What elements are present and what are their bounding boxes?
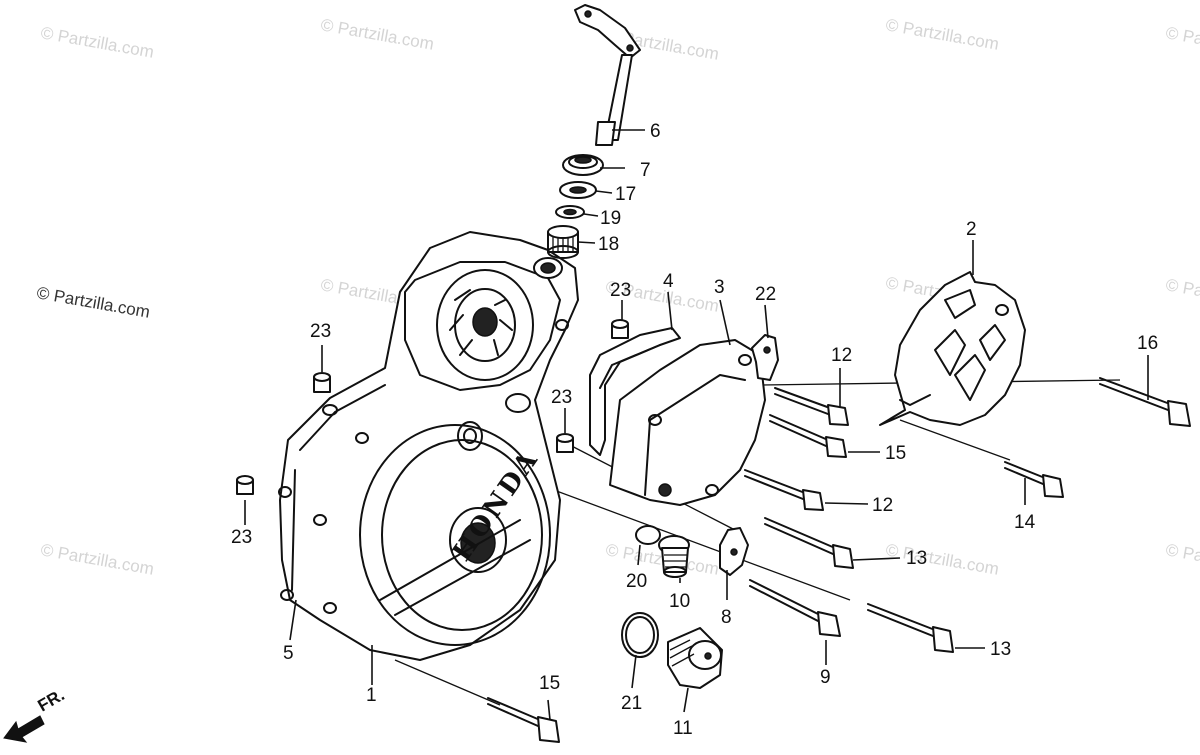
callout-11: 11 bbox=[673, 718, 693, 739]
cable-clamp bbox=[719, 527, 749, 576]
watermark: © Partzilla.com bbox=[884, 15, 1000, 54]
front-direction-label: FR. bbox=[35, 685, 68, 715]
callout-3: 3 bbox=[714, 277, 725, 298]
flange-bolt bbox=[749, 579, 841, 637]
flange-bolt bbox=[867, 603, 954, 653]
callout-7: 7 bbox=[640, 160, 651, 181]
callout-20: 20 bbox=[626, 571, 647, 592]
watermark: © Partzilla.com bbox=[884, 540, 1000, 579]
water-pump-cover bbox=[609, 339, 766, 506]
callout-16: 16 bbox=[1137, 333, 1158, 354]
leader-lines bbox=[244, 129, 1149, 721]
hose-clip bbox=[751, 334, 779, 381]
dowel-pin bbox=[611, 319, 629, 339]
sprocket-cover bbox=[879, 271, 1026, 426]
callout-5: 5 bbox=[283, 643, 294, 664]
callout-15: 15 bbox=[539, 673, 560, 694]
callout-12: 12 bbox=[872, 495, 893, 516]
callout-10: 10 bbox=[669, 591, 690, 612]
watermark: © Partzilla.com bbox=[1164, 23, 1200, 62]
callout-19: 19 bbox=[600, 208, 621, 229]
callout-22: 22 bbox=[755, 284, 776, 305]
callout-23: 23 bbox=[310, 321, 331, 342]
flange-bolt bbox=[764, 517, 854, 569]
callout-23: 23 bbox=[231, 527, 252, 548]
water-pump-shaft bbox=[574, 4, 641, 146]
callout-12: 12 bbox=[831, 345, 852, 366]
callout-1: 1 bbox=[366, 685, 377, 706]
callout-15: 15 bbox=[885, 443, 906, 464]
callout-21: 21 bbox=[621, 693, 642, 714]
callout-2: 2 bbox=[966, 219, 977, 240]
watermark: © Partzilla.com bbox=[319, 15, 435, 54]
watermark: © Partzilla.com bbox=[1164, 275, 1200, 314]
needle-bearing bbox=[547, 225, 579, 259]
drain-bolt bbox=[658, 535, 690, 578]
flange-bolt bbox=[774, 387, 849, 426]
hole-cap bbox=[667, 627, 723, 689]
watermark: © Partzilla.com bbox=[39, 540, 155, 579]
callout-8: 8 bbox=[721, 607, 732, 628]
washer bbox=[559, 181, 597, 199]
left-crankcase-cover bbox=[278, 231, 579, 661]
callout-4: 4 bbox=[663, 271, 674, 292]
callout-6: 6 bbox=[650, 121, 661, 142]
flange-bolt bbox=[1099, 377, 1191, 427]
callout-23: 23 bbox=[610, 280, 631, 301]
callout-17: 17 bbox=[615, 184, 636, 205]
water-pump-seal bbox=[562, 154, 604, 176]
o-ring-small bbox=[635, 525, 661, 545]
dowel-pin bbox=[236, 475, 254, 495]
flange-bolt bbox=[744, 469, 824, 511]
flange-bolt bbox=[769, 414, 847, 458]
callout-13: 13 bbox=[906, 548, 927, 569]
callout-labels: 6 7 17 19 18 4 3 22 2 16 12 15 12 13 13 … bbox=[231, 121, 1158, 739]
watermark: © Partzilla.com bbox=[1164, 540, 1200, 579]
o-ring-large bbox=[621, 612, 659, 658]
callout-23: 23 bbox=[551, 387, 572, 408]
dowel-pin bbox=[556, 433, 574, 453]
dowel-pin bbox=[313, 372, 331, 393]
water-pump-gasket bbox=[589, 327, 681, 456]
callout-14: 14 bbox=[1014, 512, 1036, 533]
flange-bolt bbox=[1004, 461, 1064, 498]
watermark: © Partzilla.com bbox=[39, 23, 155, 62]
washer-small bbox=[555, 205, 585, 219]
callout-9: 9 bbox=[820, 667, 831, 688]
watermark: © Partzilla.com bbox=[35, 283, 151, 322]
callout-18: 18 bbox=[598, 234, 619, 255]
callout-13: 13 bbox=[990, 639, 1011, 660]
front-direction-arrow-icon bbox=[3, 715, 45, 743]
